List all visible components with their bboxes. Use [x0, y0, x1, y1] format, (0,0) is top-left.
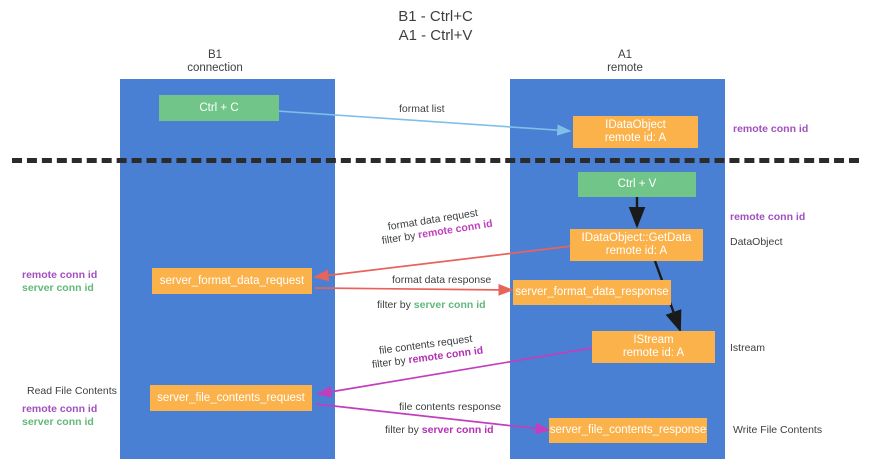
flow-filter-prefix: filter by — [371, 354, 410, 372]
label-write-file-contents: Write File Contents — [733, 424, 823, 436]
label-data-object: DataObject — [730, 236, 783, 248]
flow-filter-prefix: filter by — [385, 424, 422, 436]
flow-format-list: format list — [399, 103, 445, 115]
box-server-file-contents-request[interactable]: server_file_contents_request — [150, 385, 312, 411]
flow-format-data-response-filter: filter by server conn id — [377, 298, 486, 312]
flow-format-data-response: format data response — [392, 274, 492, 286]
label-remote-conn-id-mid: remote conn id — [730, 211, 806, 223]
box-server-file-contents-response[interactable]: server_file_contents_response — [549, 418, 707, 443]
box-server-format-data-response[interactable]: server_format_data_response — [513, 280, 671, 305]
section-divider — [12, 158, 859, 163]
flow-file-contents-response: file contents response — [399, 401, 502, 413]
box-ctrl-v[interactable]: Ctrl + V — [578, 172, 696, 197]
page-title: B1 - Ctrl+C A1 - Ctrl+V — [398, 8, 473, 44]
box-idataobject[interactable]: IDataObject remote id: A — [573, 116, 698, 148]
flow-filter-value: server conn id — [413, 299, 486, 311]
box-idataobject-getdata[interactable]: IDataObject::GetData remote id: A — [570, 229, 703, 261]
label-bottom-remote-conn-id: remote conn id — [22, 403, 98, 415]
label-remote-conn-id-top: remote conn id — [733, 123, 809, 135]
label-istream: Istream — [730, 342, 766, 354]
label-left-server-conn-id: server conn id — [22, 282, 94, 294]
column-header-a1: A1 remote — [607, 49, 643, 74]
box-server-format-data-request[interactable]: server_format_data_request — [152, 268, 312, 294]
flow-file-contents-response-filter: filter by server conn id — [385, 423, 494, 437]
flow-filter-prefix: filter by — [380, 229, 420, 248]
box-ctrl-c[interactable]: Ctrl + C — [159, 95, 279, 121]
column-header-b1: B1 connection — [187, 49, 243, 74]
flow-filter-prefix: filter by — [377, 299, 414, 311]
label-left-remote-conn-id: remote conn id — [22, 269, 98, 281]
label-read-file-contents: Read File Contents — [27, 385, 117, 397]
label-bottom-server-conn-id: server conn id — [22, 416, 94, 428]
flow-filter-value: server conn id — [421, 424, 494, 436]
box-istream[interactable]: IStream remote id: A — [592, 331, 715, 363]
